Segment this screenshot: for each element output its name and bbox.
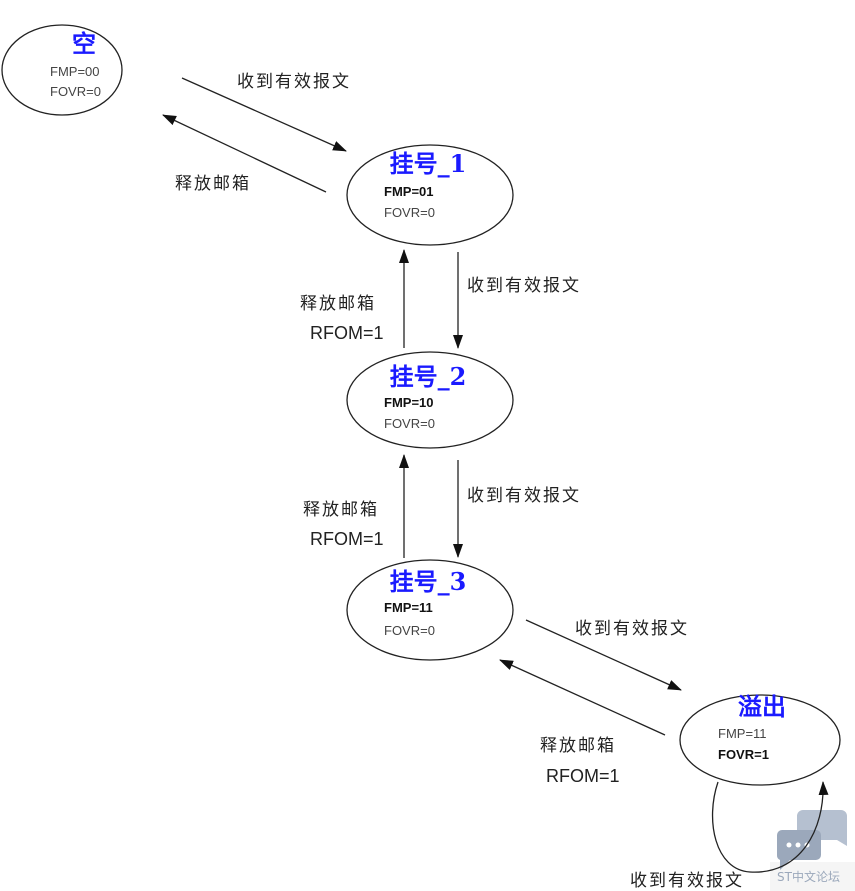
edge-label-receive: 收到有效报文 <box>630 871 744 891</box>
arrow-overflow-to-pending3 <box>499 659 666 736</box>
arrow-overflow-self-loop <box>711 781 829 873</box>
edge-label-release: 释放邮箱 <box>300 294 376 314</box>
edge-label-release: 释放邮箱 <box>303 500 379 520</box>
state-fmp: FMP=11 <box>718 726 767 741</box>
state-fovr: FOVR=1 <box>718 747 769 762</box>
state-empty: 空 FMP=00 FOVR=0 <box>1 24 123 116</box>
state-title: 空 <box>72 29 96 58</box>
edge-label-receive: 收到有效报文 <box>237 72 351 92</box>
edge-label-receive: 收到有效报文 <box>575 619 689 639</box>
state-fovr: FOVR=0 <box>50 84 101 99</box>
arrow-empty-to-pending1 <box>181 77 347 152</box>
state-pending-3: 挂号_3 FMP=11 FOVR=0 <box>346 559 514 661</box>
edge-label-rfom: RFOM=1 <box>546 766 620 786</box>
edge-label-rfom: RFOM=1 <box>310 529 384 549</box>
arrow-pending1-to-empty <box>162 114 327 193</box>
state-title: 溢出 <box>738 692 786 721</box>
state-fmp: FMP=01 <box>384 184 434 199</box>
edge-label-receive: 收到有效报文 <box>467 486 581 506</box>
state-fmp: FMP=00 <box>50 64 100 79</box>
arrow-pending3-to-overflow <box>525 619 682 691</box>
edge-label-receive: 收到有效报文 <box>467 276 581 296</box>
edge-label-release: 释放邮箱 <box>175 174 251 194</box>
state-fmp: FMP=10 <box>384 395 434 410</box>
state-title: 挂号_3 <box>390 567 467 596</box>
edge-label-rfom: RFOM=1 <box>310 323 384 343</box>
state-fmp: FMP=11 <box>384 600 433 615</box>
state-fovr: FOVR=0 <box>384 416 435 431</box>
watermark-text: ST中文论坛 <box>777 869 840 884</box>
state-title: 挂号_1 <box>390 149 467 178</box>
state-title: 挂号_2 <box>390 362 467 391</box>
state-fovr: FOVR=0 <box>384 205 435 220</box>
state-fovr: FOVR=0 <box>384 623 435 638</box>
watermark: ST中文论坛 <box>770 810 855 891</box>
state-pending-2: 挂号_2 FMP=10 FOVR=0 <box>346 351 514 449</box>
state-pending-1: 挂号_1 FMP=01 FOVR=0 <box>346 144 514 246</box>
edge-label-release: 释放邮箱 <box>540 736 616 756</box>
state-overflow: 溢出 FMP=11 FOVR=1 <box>679 692 841 786</box>
